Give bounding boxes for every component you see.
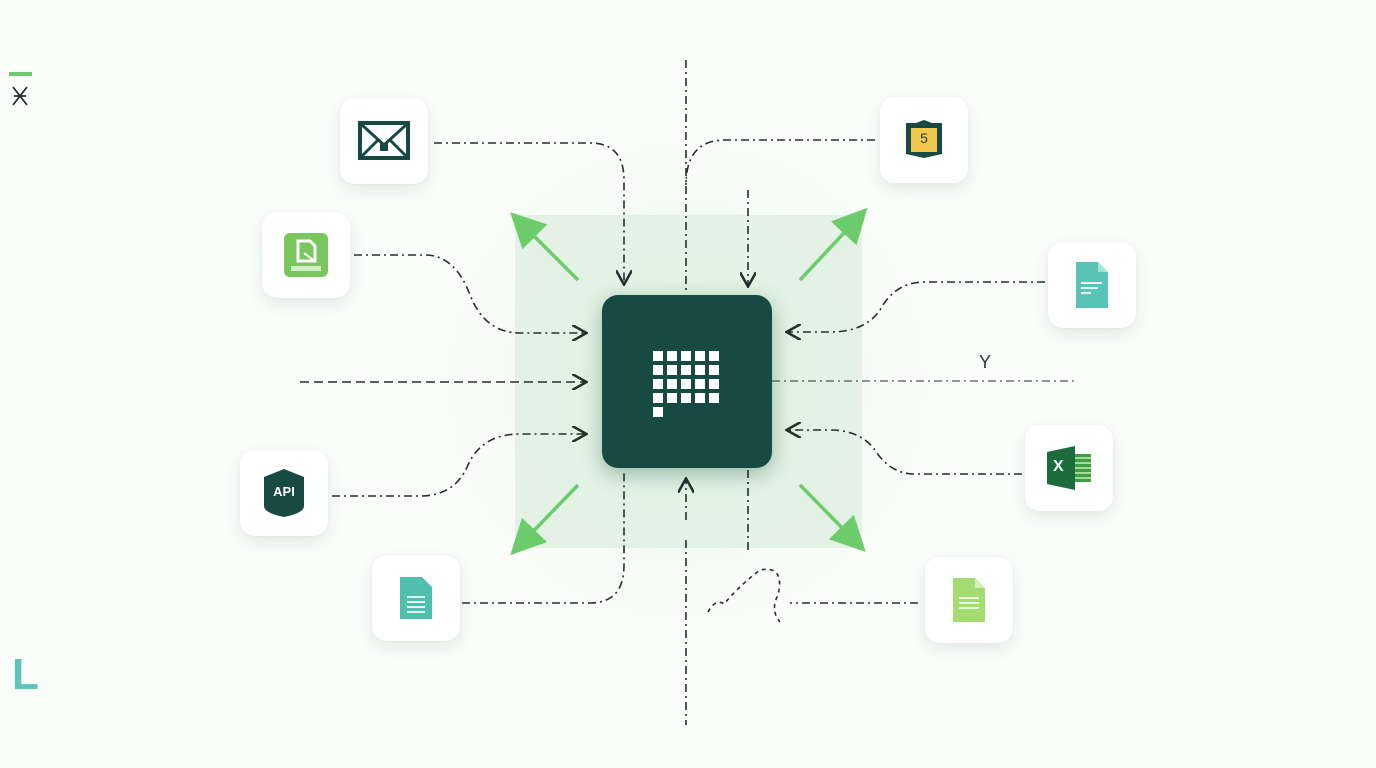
- connector-teal-document-right: [788, 281, 1045, 332]
- green-arrow-bottom-left: [510, 483, 580, 556]
- excel-icon: X: [1047, 446, 1091, 490]
- connector-shield: [685, 139, 875, 186]
- green-arrow-bottom-right: [798, 483, 866, 552]
- shield-icon: 5: [904, 120, 944, 160]
- excel-label: X: [1053, 458, 1064, 475]
- axis-label-right: Y: [979, 352, 992, 372]
- connector-api: [332, 434, 585, 497]
- central-hub: [602, 295, 772, 468]
- source-card-api[interactable]: API: [240, 450, 328, 536]
- source-card-teal-document-right[interactable]: [1048, 242, 1136, 328]
- document-icon: [1076, 262, 1108, 308]
- logo-x-icon: [12, 86, 28, 106]
- source-card-email[interactable]: [340, 98, 428, 184]
- api-shield-icon: API: [262, 468, 306, 518]
- corner-logo-mark: L: [12, 650, 39, 699]
- source-card-excel[interactable]: X: [1025, 425, 1113, 511]
- source-card-teal-document[interactable]: [372, 555, 460, 641]
- connector-green-document: [354, 254, 585, 333]
- source-card-green-document[interactable]: [262, 212, 350, 298]
- source-card-shield[interactable]: 5: [880, 97, 968, 183]
- envelope-icon: [358, 121, 410, 160]
- logo-bar: [9, 72, 32, 76]
- connector-teal-document: [462, 470, 625, 604]
- document-icon: [400, 577, 432, 619]
- file-image-icon: [284, 233, 328, 277]
- source-card-light-green-document[interactable]: [925, 557, 1013, 643]
- connector-email: [434, 142, 624, 283]
- green-arrow-top-right: [798, 207, 868, 282]
- api-label: API: [273, 484, 295, 499]
- document-icon: [953, 578, 985, 622]
- shield-label: 5: [920, 130, 928, 146]
- green-arrow-top-left: [510, 212, 580, 282]
- grid-icon: [653, 351, 719, 417]
